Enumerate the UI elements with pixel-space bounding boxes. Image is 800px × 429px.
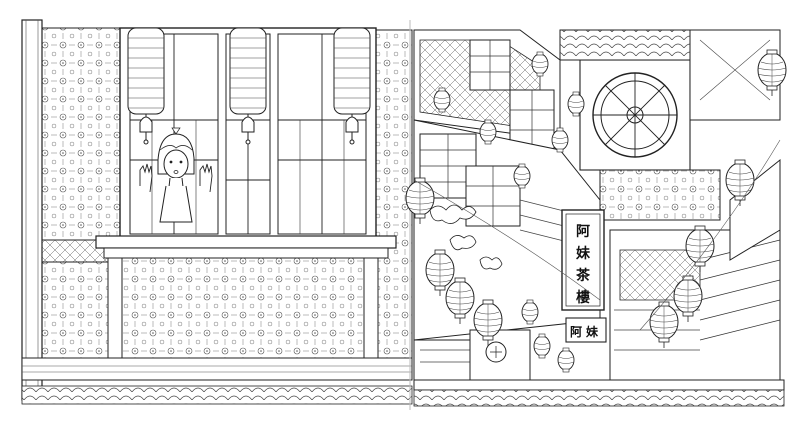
floral-wall-lower — [119, 257, 377, 359]
roof-tiles-left — [21, 385, 413, 405]
sign-char-4: 樓 — [576, 289, 590, 306]
window-sill — [95, 235, 397, 249]
bamboo-blind-2 — [229, 27, 267, 115]
vertical-shop-sign: 阿 妹 茶 樓 — [561, 209, 605, 311]
wind-chime-1 — [139, 114, 153, 145]
foliage — [429, 204, 503, 270]
roof-tiles-right — [413, 389, 785, 407]
lower-sign-char-2: 妹 — [585, 324, 599, 339]
bamboo-blind-1 — [127, 27, 165, 115]
floral-wall-left — [41, 27, 121, 359]
sign-char-2: 妹 — [575, 245, 591, 262]
bamboo-blind-3 — [333, 27, 371, 115]
girl-at-window — [139, 127, 213, 223]
lower-shop-sign: 阿 妹 — [565, 317, 607, 343]
left-page-facade — [21, 19, 413, 405]
clock-window — [579, 59, 691, 171]
wind-chime-2 — [241, 114, 255, 145]
right-page-street: 阿 妹 茶 樓 阿 妹 — [405, 29, 787, 407]
sign-char-3: 茶 — [575, 267, 591, 284]
wind-chime-3 — [345, 114, 359, 145]
sign-char-1: 阿 — [576, 224, 590, 240]
left-pillar — [21, 19, 43, 401]
lower-sign-char-1: 阿 — [570, 325, 582, 339]
